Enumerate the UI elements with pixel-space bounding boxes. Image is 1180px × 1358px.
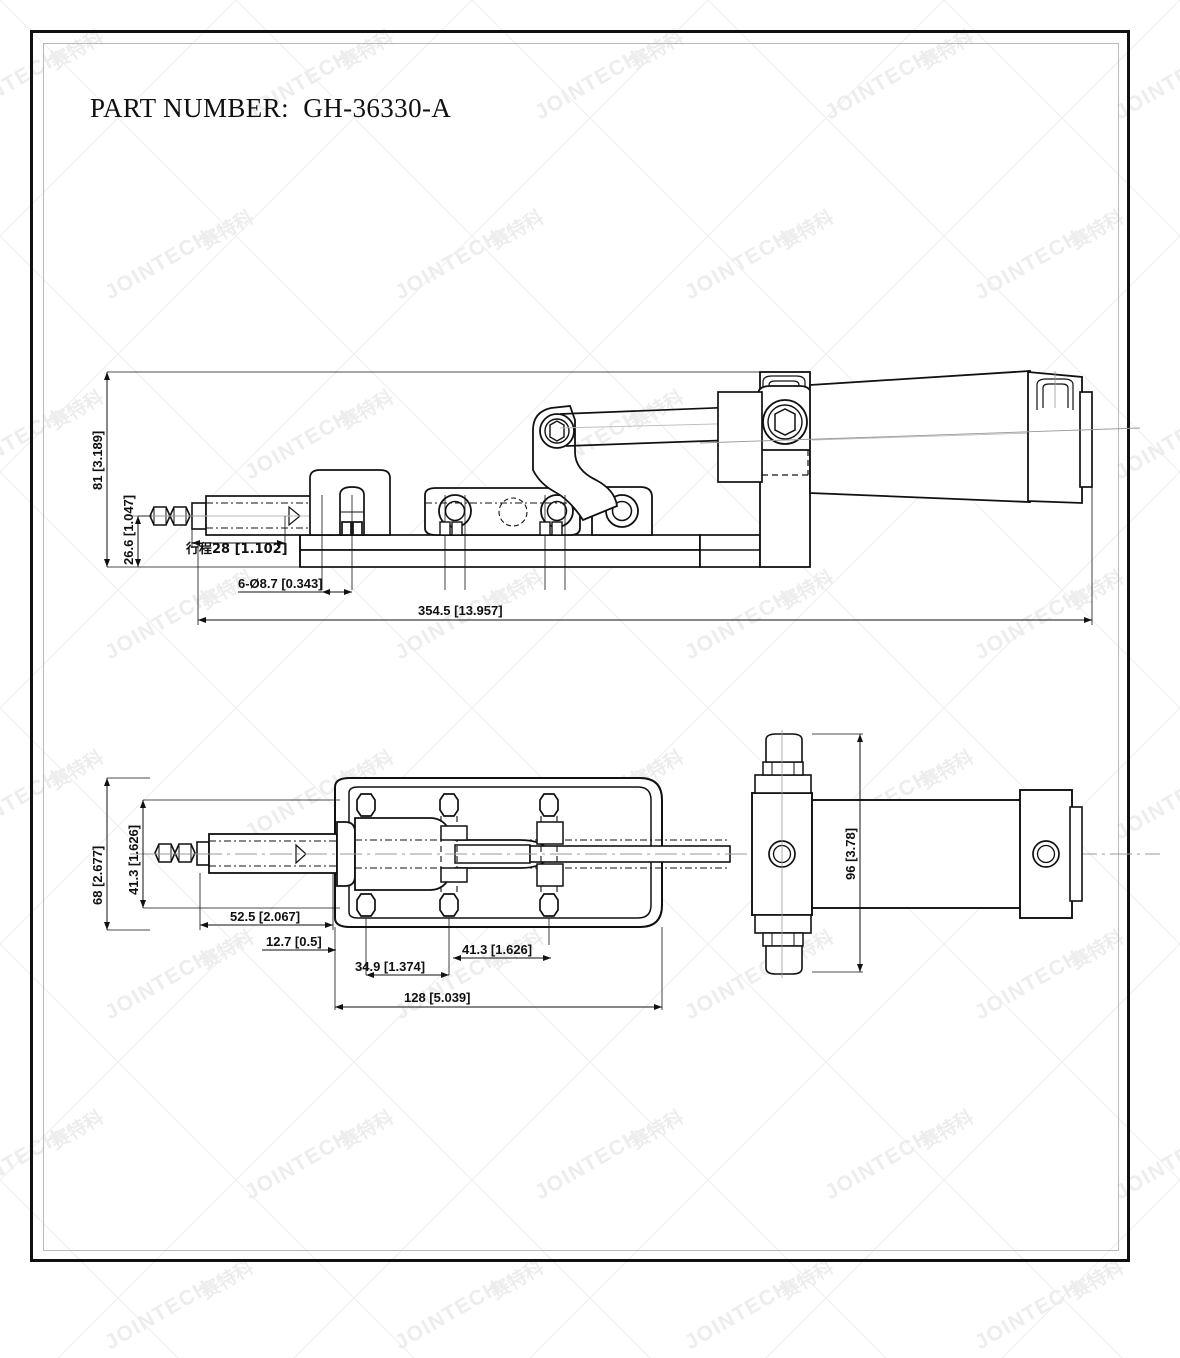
dim-label-hole-spacing-a: 34.9 [1.374] xyxy=(355,959,425,974)
base-plate-side xyxy=(299,534,701,568)
dim-label-spindle-length: 52.5 [2.067] xyxy=(230,909,300,924)
spindle-rod-side xyxy=(130,495,340,536)
dim-spindle-length: 52.5 [2.067] xyxy=(199,873,334,930)
dim-mounting-holes: 6-Ø8.7 [0.343] xyxy=(238,576,352,595)
dim-label-overall-height: 81 [3.189] xyxy=(90,431,105,490)
page-title: PART NUMBER: GH-36330-A xyxy=(90,93,452,123)
dim-label-mounting-holes: 6-Ø8.7 [0.343] xyxy=(238,576,323,591)
dim-label-stroke: 行程28 [1.102] xyxy=(185,541,288,557)
dim-base-length: 128 [5.039] xyxy=(335,990,662,1010)
dim-label-overall-width: 68 [2.677] xyxy=(90,846,105,905)
dim-label-base-length: 128 [5.039] xyxy=(404,990,471,1005)
dim-edge-offset: 12.7 [0.5] xyxy=(262,934,336,953)
dim-label-cylinder-trunnion-span: 96 [3.78] xyxy=(843,828,858,880)
side-elevation-view: 81 [3.189] 26.6 [1.047] 行程28 [1.102] 6-Ø… xyxy=(90,370,1141,625)
cylinder-mount-plan xyxy=(751,730,813,978)
dim-label-edge-offset: 12.7 [0.5] xyxy=(266,934,322,949)
dim-label-spindle-height: 26.6 [1.047] xyxy=(121,495,136,565)
dim-hole-spacing-a: 34.9 [1.374] xyxy=(355,959,449,978)
plan-view: 68 [2.677] 41.3 [1.626] 52.5 [2.067] 12.… xyxy=(90,730,1160,1010)
dim-label-hole-spacing-b: 41.3 [1.626] xyxy=(462,942,532,957)
dim-label-base-width: 41.3 [1.626] xyxy=(126,825,141,895)
dim-spindle-height: 26.6 [1.047] xyxy=(121,495,152,567)
dim-label-overall-length: 354.5 [13.957] xyxy=(418,603,503,618)
dim-hole-spacing-b: 41.3 [1.626] xyxy=(453,942,551,961)
spindle-rod-plan xyxy=(130,833,338,874)
